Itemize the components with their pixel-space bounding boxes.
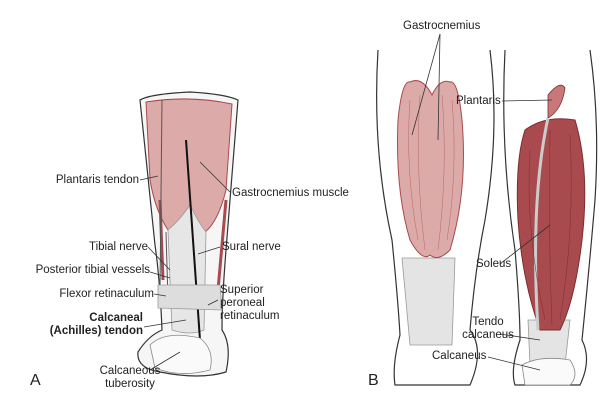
soleus-muscle — [516, 118, 586, 331]
retinaculum — [157, 284, 223, 311]
label-superior-peroneal-retinaculum: Superior peroneal retinaculum — [220, 284, 279, 323]
panel-b-deep-leg — [503, 49, 598, 386]
gastrocnemius-muscle-b — [397, 80, 464, 259]
label-line: Calcaneous — [99, 365, 161, 377]
label-calcaneal-achilles-tendon: Calcaneal (Achilles) tendon — [50, 312, 143, 338]
label-tendo-calcaneus: Tendo calcaneus — [458, 316, 518, 342]
label-soleus: Soleus — [476, 258, 512, 270]
panel-letter-b: B — [368, 372, 379, 389]
label-calcaneus: Calcaneus — [432, 350, 487, 362]
label-line: Tendo — [472, 316, 504, 328]
label-gastrocnemius: Gastrocnemius — [403, 20, 481, 32]
label-calcaneous-tuberosity: Calcaneous tuberosity — [90, 365, 170, 391]
plantaris-muscle — [547, 84, 566, 119]
panel-a-leg — [137, 91, 239, 377]
label-sural-nerve: Sural nerve — [222, 241, 281, 253]
label-tibial-nerve: Tibial nerve — [88, 241, 148, 253]
label-gastrocnemius-muscle: Gastrocnemius muscle — [232, 187, 349, 199]
label-line: Superior — [220, 284, 264, 296]
label-line: calcaneus — [462, 329, 514, 341]
label-posterior-tibial-vessels: Posterior tibial vessels — [35, 264, 150, 276]
label-plantaris: Plantaris — [456, 95, 501, 107]
label-line: tuberosity — [105, 378, 155, 390]
label-plantaris-tendon: Plantaris tendon — [55, 174, 139, 186]
label-line: (Achilles) tendon — [49, 325, 143, 337]
label-line: peroneal — [220, 297, 265, 309]
label-line: retinaculum — [220, 310, 280, 322]
label-flexor-retinaculum: Flexor retinaculum — [59, 288, 154, 300]
panel-letter-a: A — [30, 372, 41, 389]
panel-b-superficial-leg — [376, 49, 495, 386]
label-line: Calcaneal — [89, 312, 143, 324]
